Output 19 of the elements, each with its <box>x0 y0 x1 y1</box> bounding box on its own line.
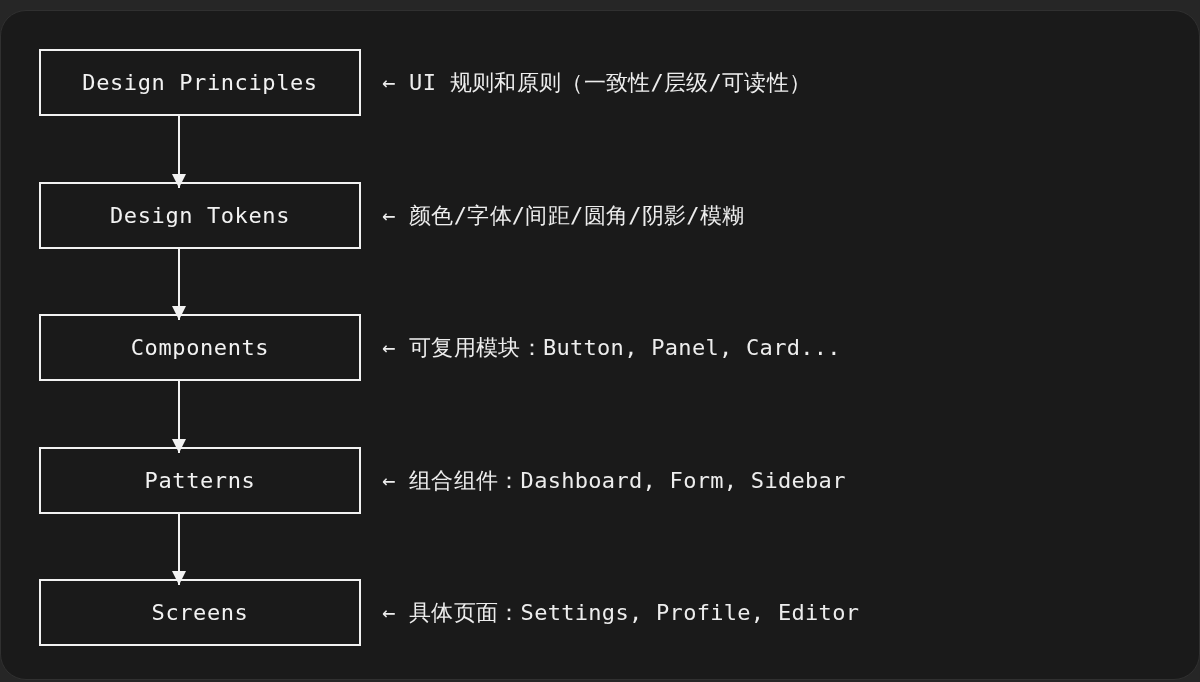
arrow <box>172 513 186 586</box>
annotation-text: ← 可复用模块：Button, Panel, Card... <box>382 333 841 362</box>
process-box <box>39 49 361 116</box>
arrow <box>172 248 186 321</box>
box-label: Design Principles <box>82 68 318 97</box>
process-box <box>39 447 361 514</box>
process-box <box>39 314 361 381</box>
process-box <box>39 182 361 249</box>
annotation-text: ← UI 规则和原则（一致性/层级/可读性） <box>382 68 812 97</box>
process-box <box>39 579 361 646</box>
arrow <box>172 380 186 454</box>
box-label: Design Tokens <box>110 201 290 230</box>
annotation-text: ← 颜色/字体/间距/圆角/阴影/模糊 <box>382 201 745 230</box>
box-label: Screens <box>151 598 249 627</box>
arrow <box>172 115 186 189</box>
annotation-text: ← 组合组件：Dashboard, Form, Sidebar <box>382 466 846 495</box>
box-label: Components <box>130 333 270 362</box>
annotation-text: ← 具体页面：Settings, Profile, Editor <box>382 598 860 627</box>
box-label: Patterns <box>144 466 256 495</box>
